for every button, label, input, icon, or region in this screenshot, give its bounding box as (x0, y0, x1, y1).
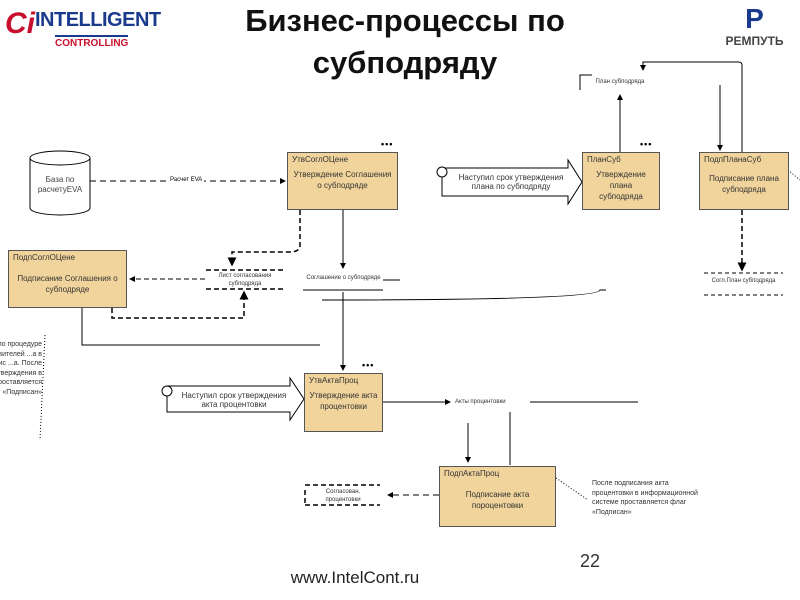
process-text: Подписание Соглашения о субподряде (17, 274, 118, 294)
more-icon: ••• (381, 139, 394, 149)
logo-text-bottom: CONTROLLING (55, 35, 129, 49)
more-icon: ••• (362, 360, 375, 370)
process-code: ПодпПланаСуб (704, 155, 762, 164)
event-label: Наступил срок утверждения акта процентов… (181, 391, 287, 409)
document-label: Соглашение о субподряде (306, 275, 381, 281)
document-label: Согласован. процентовки (325, 489, 361, 503)
event-label: Наступил срок утверждения плана по субпо… (458, 173, 564, 191)
process-code: УтвСоглОЦене (292, 155, 349, 164)
page-number: 22 (580, 551, 601, 571)
process-text: Утверждение Соглашения о субподряде (293, 170, 392, 190)
flow-eva-label: Расчет EVA (168, 177, 205, 183)
process-text: Утверждение плана субподряда (596, 170, 646, 201)
process-code: ПодпСоглОЦене (13, 253, 76, 262)
database-cylinder (29, 158, 91, 216)
more-icon: ••• (640, 139, 653, 149)
document-label: Акты процентовки (455, 399, 506, 405)
process-code: ПодпАктаПроц (444, 469, 500, 478)
note-left: ...ируется по процедуре представителей .… (0, 341, 42, 396)
footer-url[interactable]: www.IntelCont.ru (290, 568, 420, 587)
logo-mark: Ci (5, 7, 35, 40)
page-title: Бизнес-процессы по субподряду (245, 3, 565, 80)
process-text: Подписание акта пороцентовки (465, 490, 530, 510)
logo-r-icon: Р (745, 3, 764, 34)
logo-text-top: INTELLIGENT (35, 9, 161, 31)
database-label: База по расчетуEVA (37, 175, 83, 194)
process-code: ПланСуб (587, 155, 621, 164)
logo-intelligent-controlling: Ci INTELLIGENT CONTROLLING (5, 5, 161, 50)
document-label: Согл.План субподряда (711, 278, 776, 284)
logo-rempute: Р РЕМПУТЬ (712, 4, 797, 52)
note-right: После подписания акта процентовки в инфо… (592, 480, 698, 516)
process-text: Подписание плана субподряда (709, 174, 779, 194)
process-text: Утверждение акта процентовки (309, 391, 378, 411)
document-label: План субподряда (595, 79, 645, 85)
logo-text: РЕМПУТЬ (725, 34, 784, 48)
document-label: Лист согласования субподряда (218, 273, 272, 287)
process-code: УтвАктаПроц (309, 376, 359, 385)
